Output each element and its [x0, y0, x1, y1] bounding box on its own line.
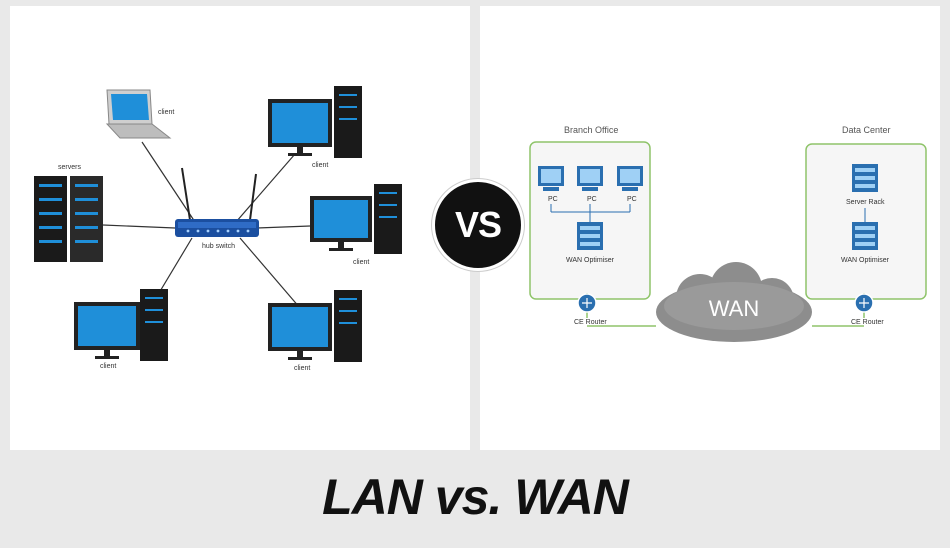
hub-switch-label: hub switch — [202, 243, 235, 250]
server-rack-label: Server Rack — [846, 199, 885, 206]
client-label: client — [158, 109, 174, 116]
ce-router-label: CE Router — [574, 319, 607, 326]
wan-panel: Branch Office Data Center PC PC PC — [480, 6, 940, 450]
hub-switch-icon — [175, 167, 259, 237]
client-label: client — [100, 363, 116, 370]
client-label: client — [353, 259, 369, 266]
branch-office-title: Branch Office — [564, 125, 618, 135]
pc-icon — [538, 166, 564, 191]
desktop-computer-icon — [74, 289, 168, 361]
wan-diagram: Branch Office Data Center PC PC PC — [529, 125, 927, 342]
wan-optimiser-icon — [852, 222, 878, 250]
page-title: LAN vs. WAN — [322, 469, 629, 525]
lan-panel: servers hub switch client — [10, 6, 470, 450]
pc-label: PC — [627, 196, 637, 203]
data-center-title: Data Center — [842, 125, 891, 135]
desktop-computer-icon — [268, 290, 362, 362]
client-label: client — [294, 365, 310, 372]
wan-optimiser-label: WAN Optimiser — [566, 257, 615, 264]
pc-icon — [617, 166, 643, 191]
router-icon — [854, 293, 874, 313]
server-rack-icon — [852, 164, 878, 192]
pc-label: PC — [587, 196, 597, 203]
pc-label: PC — [548, 196, 558, 203]
ce-router-label: CE Router — [851, 319, 884, 326]
wan-optimiser-label: WAN Optimiser — [841, 257, 890, 264]
pc-icon — [577, 166, 603, 191]
wan-optimiser-icon — [577, 222, 603, 250]
server-stack-icon — [34, 176, 103, 262]
vs-badge: VS — [432, 179, 524, 271]
desktop-computer-icon — [310, 184, 402, 254]
client-label: client — [312, 162, 328, 169]
router-icon — [577, 293, 597, 313]
desktop-computer-icon — [268, 86, 362, 158]
servers-label: servers — [58, 164, 81, 171]
wan-cloud-label: WAN — [709, 296, 760, 321]
cloud-icon — [656, 262, 812, 342]
laptop-icon — [105, 89, 172, 139]
pc-connectors — [550, 204, 631, 222]
lan-diagram: servers hub switch client — [34, 86, 402, 372]
